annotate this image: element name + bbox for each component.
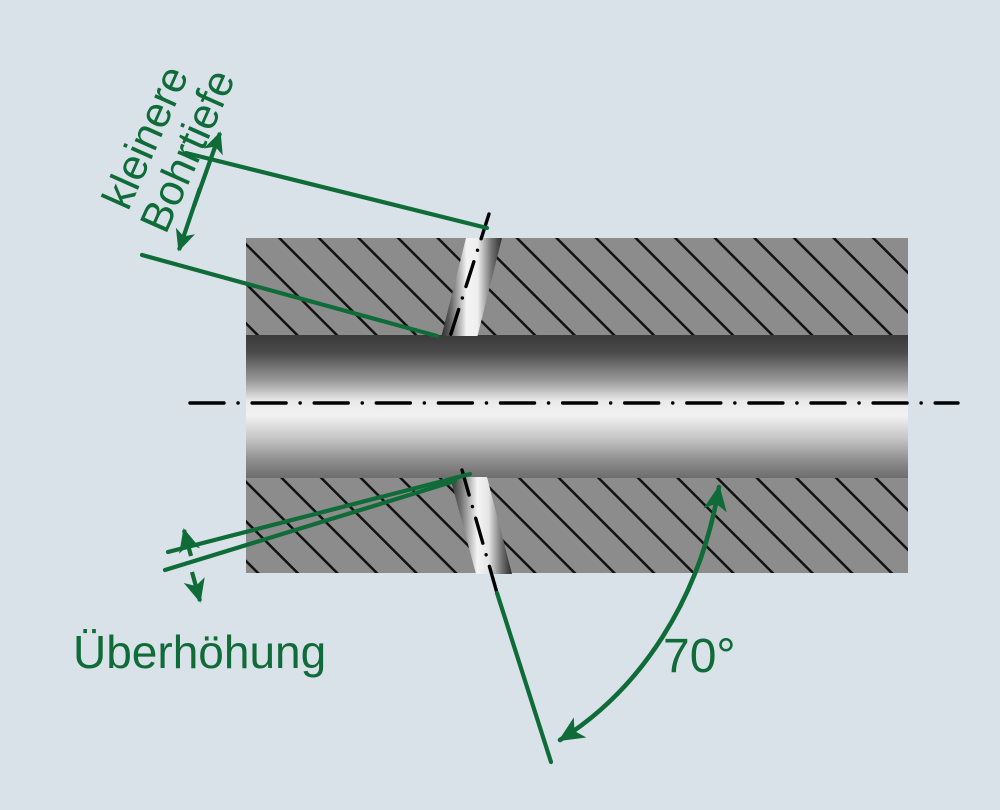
- superelevation-arrow-top: [179, 528, 201, 557]
- depth-leader-lower: [139, 252, 440, 339]
- shaft-body: [246, 335, 908, 478]
- lower-bore-axis: [460, 468, 499, 595]
- depth-dimension-arrow-bottom: [175, 187, 202, 252]
- superelevation-arrow-bottom: [183, 571, 205, 603]
- angle-arc: [557, 484, 727, 743]
- drill-depth-dimension: kleinere Bohrtiefe: [93, 59, 490, 339]
- upper-bore-axis: [447, 212, 491, 342]
- superelevation-dimension: Überhöhung: [73, 471, 473, 678]
- superelevation-leader-lower: [162, 478, 458, 573]
- angle-reference-leg: [494, 590, 554, 765]
- lower-angled-bore: [450, 477, 512, 574]
- superelevation-leader-upper: [165, 471, 473, 555]
- bore-angle-annotation: 70°: [494, 484, 736, 765]
- superelevation-label: Überhöhung: [73, 626, 326, 678]
- depth-leader-upper: [183, 150, 490, 231]
- angle-label: 70°: [663, 630, 736, 683]
